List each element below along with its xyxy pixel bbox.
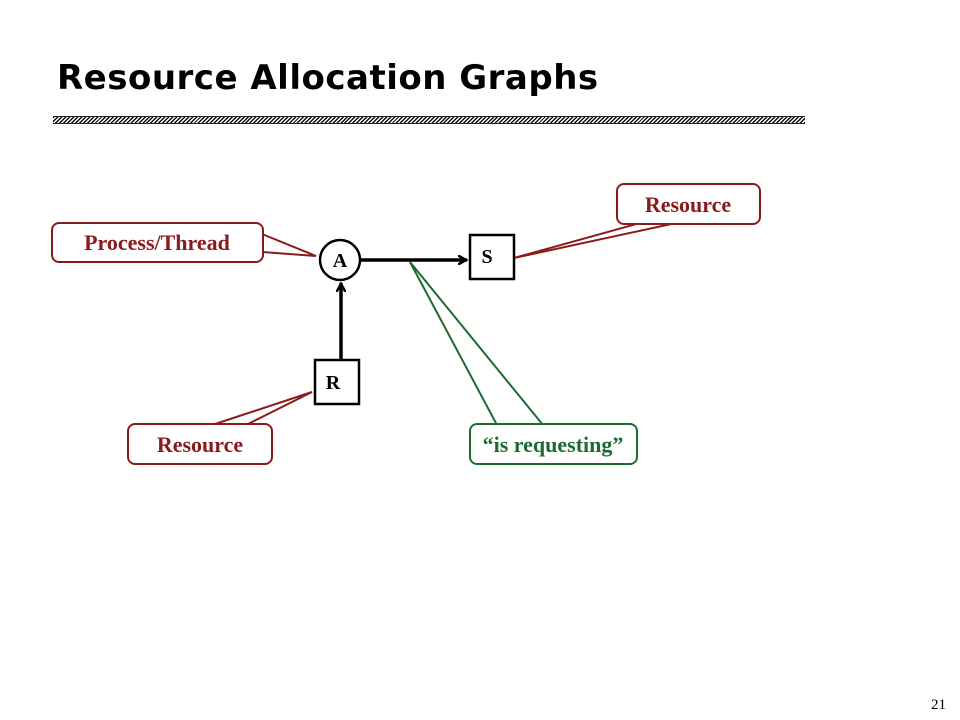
- node-resource-r: R: [313, 358, 361, 406]
- callout-is-requesting-pointer: [409, 261, 546, 426]
- node-process-a-label: A: [333, 250, 348, 272]
- node-process-a: A: [318, 238, 362, 282]
- callout-resource-bottom-box: [127, 423, 273, 465]
- callout-resource-bottom: Resource: [127, 391, 313, 465]
- node-resource-s: S: [468, 233, 516, 281]
- node-resource-r-label: R: [326, 372, 341, 394]
- callout-is-requesting-box: [469, 423, 638, 465]
- callout-resource-top-box: [616, 183, 761, 225]
- callout-resource-top-label: Resource: [645, 192, 732, 217]
- callout-is-requesting: “is requesting”: [409, 261, 638, 465]
- callout-resource-top: Resource: [513, 183, 761, 259]
- callout-resource-top-pointer: [513, 222, 677, 259]
- slide-title: Resource Allocation Graphs: [57, 58, 599, 98]
- callout-process-thread-box: [51, 222, 264, 263]
- slide-page-number: 21: [931, 697, 946, 713]
- node-resource-s-box: [468, 233, 516, 281]
- node-process-a-circle: [318, 238, 362, 282]
- callout-process-thread: Process/Thread: [51, 222, 317, 263]
- node-resource-r-box: [313, 358, 361, 406]
- callout-process-thread-label: Process/Thread: [84, 230, 230, 255]
- node-resource-s-label: S: [481, 246, 492, 268]
- callout-is-requesting-label: “is requesting”: [483, 432, 624, 457]
- callout-resource-bottom-pointer: [211, 391, 313, 426]
- callout-process-thread-pointer: [261, 232, 317, 257]
- title-underline: [53, 116, 805, 124]
- callout-resource-bottom-label: Resource: [157, 432, 244, 457]
